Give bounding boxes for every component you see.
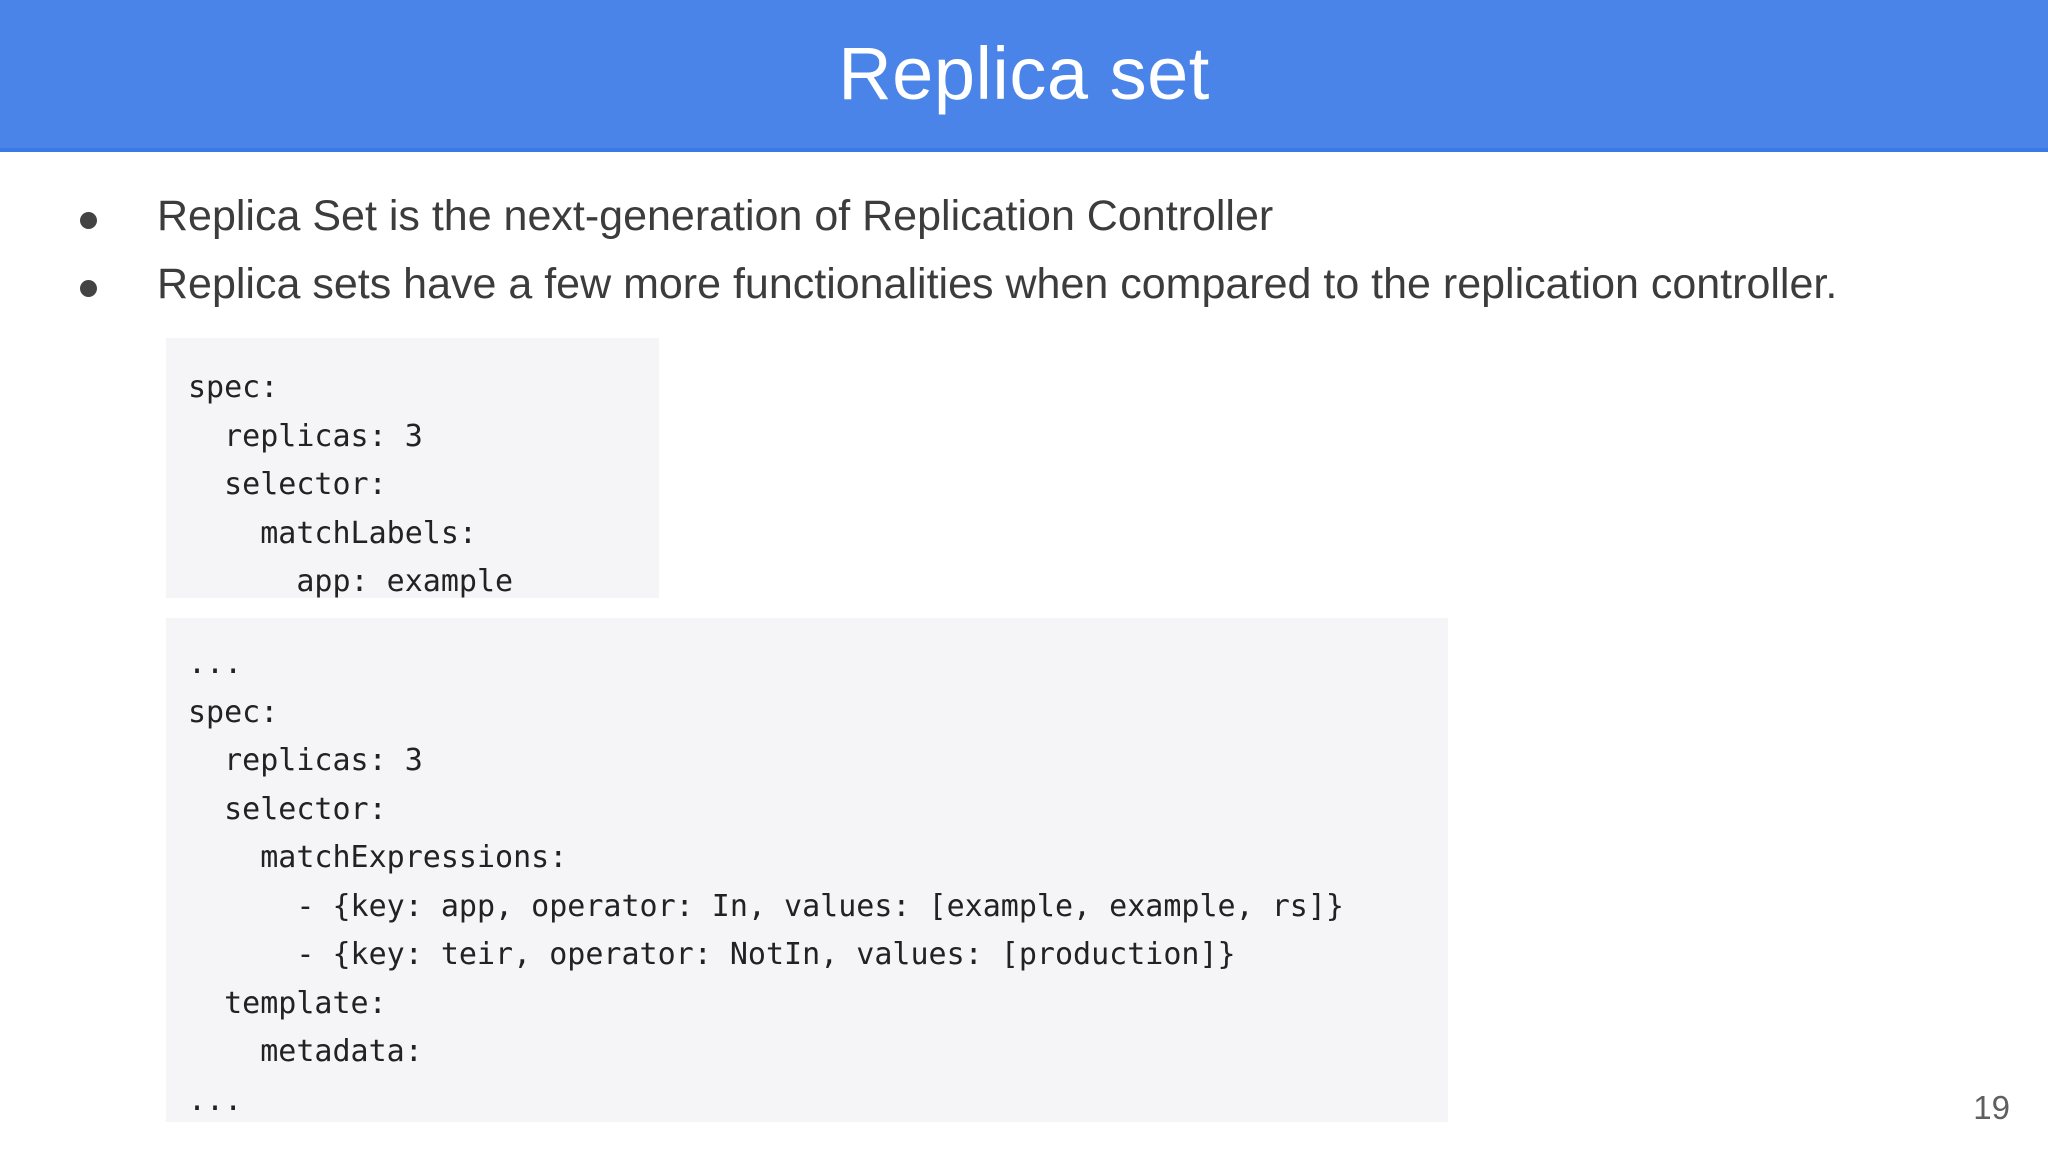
bullet-list: Replica Set is the next-generation of Re… [80, 190, 2020, 326]
slide-header-banner [0, 0, 2048, 148]
code-block-matchlabels-text: spec: replicas: 3 selector: matchLabels:… [188, 370, 514, 598]
bullet-dot-icon [80, 212, 97, 229]
list-item: Replica sets have a few more functionali… [80, 258, 2020, 312]
code-block-matchlabels: spec: replicas: 3 selector: matchLabels:… [166, 338, 659, 598]
code-block-matchexpressions-text: ... spec: replicas: 3 selector: matchExp… [188, 646, 1344, 1118]
page-number: 19 [1973, 1089, 2010, 1126]
header-divider-rule [0, 148, 2048, 152]
page-title: Replica set [838, 32, 1210, 115]
code-block-matchexpressions: ... spec: replicas: 3 selector: matchExp… [166, 618, 1448, 1122]
list-item: Replica Set is the next-generation of Re… [80, 190, 2020, 244]
list-item-label: Replica sets have a few more functionali… [157, 259, 1838, 308]
list-item-label: Replica Set is the next-generation of Re… [157, 192, 1274, 240]
bullet-dot-icon [80, 279, 97, 297]
